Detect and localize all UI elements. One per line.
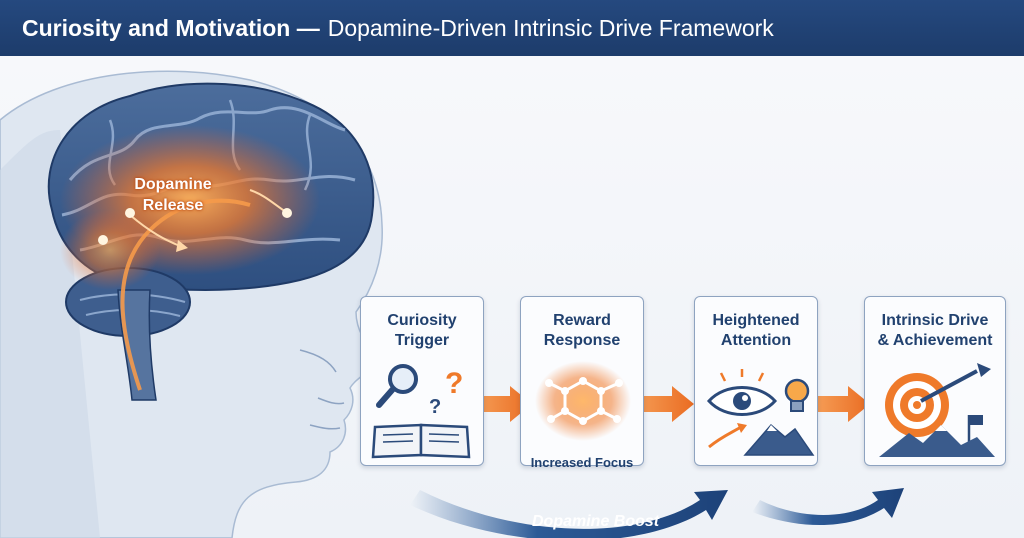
step-curiosity-trigger: ? ? Curiosity Trigger <box>360 296 484 466</box>
page-subtitle: Dopamine-Driven Intrinsic Drive Framewor… <box>327 14 774 41</box>
dopamine-release-label: Dopamine Release <box>134 176 212 214</box>
mountain-icon <box>708 423 815 456</box>
increased-focus-caption: Increased Focus <box>530 455 634 470</box>
step-title: Heightened Attention <box>712 312 800 349</box>
step-curiosity-icons: ? ? <box>371 364 471 459</box>
lightbulb-icon <box>784 378 810 412</box>
step-achievement-icons <box>879 363 995 457</box>
question-mark-icon: ? ? <box>429 367 463 418</box>
dopamine-boost-label: Dopamine Boost <box>532 513 660 530</box>
step-title: Intrinsic Drive & Achievement <box>877 312 993 349</box>
step-heightened-attention: Heightened Attention <box>694 296 818 466</box>
flag-icon <box>967 415 983 445</box>
svg-text:?: ? <box>429 396 441 418</box>
dopamine-boost-arrow <box>410 488 904 538</box>
arrow-icon <box>920 363 991 403</box>
flow-arrow-2 <box>630 386 694 422</box>
page-title: Curiosity and Motivation — <box>22 14 320 41</box>
mountain-icon <box>879 425 995 457</box>
header-bar: Curiosity and Motivation — Dopamine-Driv… <box>0 0 1024 56</box>
step-reward-icons <box>535 361 631 441</box>
brain-illustration <box>47 82 375 401</box>
step-attention-icons <box>706 369 815 456</box>
magnifier-icon <box>376 364 418 408</box>
flow-arrow-3 <box>812 386 870 422</box>
step-title: Curiosity Trigger <box>387 312 457 349</box>
book-icon <box>371 423 471 459</box>
flow-arrow-1 <box>472 386 532 422</box>
eye-icon <box>706 369 778 416</box>
step-reward-response: Reward Response Increased Focus <box>520 296 644 470</box>
svg-text:?: ? <box>445 367 463 400</box>
step-intrinsic-drive: Intrinsic Drive & Achievement <box>864 296 1006 466</box>
step-title: Reward Response <box>543 312 621 349</box>
